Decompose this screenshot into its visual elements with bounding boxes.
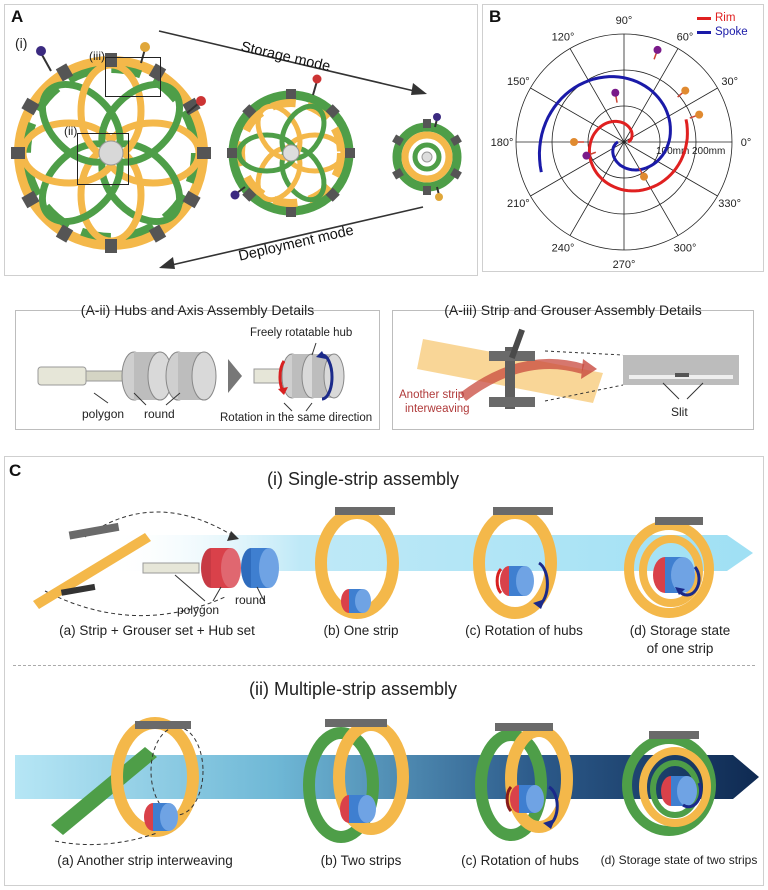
multi-a-illustration xyxy=(51,717,204,846)
slit-label: Slit xyxy=(671,405,688,419)
multi-caption-c: (c) Rotation of hubs xyxy=(461,853,579,868)
angle-label: 0° xyxy=(741,137,752,149)
legend-label-spoke: Spoke xyxy=(715,26,748,38)
single-a-illustration xyxy=(33,511,279,616)
polar-spoke-line xyxy=(623,141,718,197)
angle-label: 150° xyxy=(507,76,530,88)
grouser-marker xyxy=(681,86,690,95)
polar-spoke-line xyxy=(623,87,718,143)
multi-caption-d: (d) Storage state of two strips xyxy=(600,853,758,867)
multi-caption-a: (a) Another strip interweaving xyxy=(57,853,233,868)
grouser-marker xyxy=(640,172,648,181)
freely-rotatable-label: Freely rotatable hub xyxy=(250,327,353,339)
spoke-curve xyxy=(537,75,672,173)
grouser-marker xyxy=(653,45,662,54)
grouser-marker xyxy=(695,110,704,119)
hubs-axis-title: (A-ii) Hubs and Axis Assembly Details xyxy=(80,302,315,318)
polygon-label-hubs: polygon xyxy=(82,407,125,421)
angle-label: 330° xyxy=(718,198,741,210)
legend-swatch-rim xyxy=(697,16,711,20)
hubs-axis-illustration xyxy=(37,342,345,412)
angle-label: 240° xyxy=(552,243,575,255)
single-caption-b: (b) One strip xyxy=(323,623,399,638)
single-polygon-label: polygon xyxy=(177,603,220,617)
multi-d-illustration xyxy=(622,731,716,836)
round-label-hubs: round xyxy=(144,407,175,421)
angle-label: 120° xyxy=(552,31,575,43)
label-i: (i) xyxy=(15,35,28,51)
panel-b-letter: B xyxy=(489,7,502,26)
single-caption-d2: of one strip xyxy=(646,641,714,656)
single-caption-c: (c) Rotation of hubs xyxy=(465,623,583,638)
panel-a: A (i) xyxy=(4,4,478,276)
angle-label: 60° xyxy=(677,31,694,43)
detail-box-ii xyxy=(77,133,129,185)
single-caption-a: (a) Strip + Grouser set + Hub set xyxy=(59,623,255,638)
legend: Rim Spoke xyxy=(697,11,748,39)
grouser-marker xyxy=(570,138,578,146)
multi-c-illustration xyxy=(475,723,573,841)
panel-c-letter: C xyxy=(9,461,22,480)
single-d-illustration xyxy=(624,517,714,618)
polar-spoke-line xyxy=(569,48,625,143)
section-divider xyxy=(13,665,755,666)
legend-label-rim: Rim xyxy=(715,12,736,24)
multi-strip-title: (ii) Multiple-strip assembly xyxy=(249,679,458,699)
detail-box-iii xyxy=(105,57,161,97)
single-caption-d1: (d) Storage state xyxy=(629,623,731,638)
single-b-illustration xyxy=(315,507,399,619)
rim-curve xyxy=(587,119,689,193)
panel-b: B 0° 30° 60° 90° 120° 150° 180° 210° 240° 270° 300… xyxy=(482,4,764,272)
storage-mode-arrow xyxy=(158,30,427,95)
panel-a-letter: A xyxy=(11,7,24,26)
wheel-medium-illustration xyxy=(227,74,355,217)
wheel-expanded-illustration xyxy=(11,42,211,253)
strip-grouser-illustration xyxy=(417,328,739,409)
strip-grouser-title: (A-iii) Strip and Grouser Assembly Detai… xyxy=(444,302,702,318)
grouser-marker xyxy=(611,88,620,97)
polar-spoke-line xyxy=(530,141,625,197)
legend-item-spoke: Spoke xyxy=(697,25,748,39)
polar-spoke-line xyxy=(623,48,679,143)
angle-label: 270° xyxy=(613,259,636,271)
grouser-marker xyxy=(582,151,591,160)
another-strip-label-1: Another strip xyxy=(399,389,465,401)
single-round-label: round xyxy=(235,593,266,607)
deployment-mode-arrow xyxy=(159,206,424,269)
single-strip-title: (i) Single-strip assembly xyxy=(267,469,460,489)
single-c-illustration xyxy=(473,507,557,619)
legend-swatch-spoke xyxy=(697,30,711,34)
multi-caption-b: (b) Two strips xyxy=(320,853,402,868)
polar-spoke-line xyxy=(530,87,625,143)
angle-label: 180° xyxy=(491,137,514,149)
wheel-compact-illustration xyxy=(392,113,462,201)
legend-item-rim: Rim xyxy=(697,11,748,25)
polar-plot: 0° 30° 60° 90° 120° 150° 180° 210° 240° 270° 300° 3… xyxy=(491,15,752,271)
same-direction-label: Rotation in the same direction xyxy=(220,412,373,424)
label-iii: (iii) xyxy=(89,49,105,63)
angle-label: 210° xyxy=(507,198,530,210)
multi-b-illustration xyxy=(303,719,409,843)
label-ii: (ii) xyxy=(64,124,78,138)
panel-c: C (i) Single-strip assembly polygon ro xyxy=(4,456,764,886)
strip-grouser-box: (A-iii) Strip and Grouser Assembly Detai… xyxy=(392,302,754,430)
angle-label: 90° xyxy=(616,15,633,27)
another-strip-label-2: interweaving xyxy=(405,403,470,415)
angle-label: 300° xyxy=(674,243,697,255)
angle-label: 30° xyxy=(721,76,738,88)
radial-label: 100mm xyxy=(656,146,689,157)
hubs-axis-box: (A-ii) Hubs and Axis Assembly Details Fr… xyxy=(15,302,380,430)
radial-label: 200mm xyxy=(692,146,725,157)
